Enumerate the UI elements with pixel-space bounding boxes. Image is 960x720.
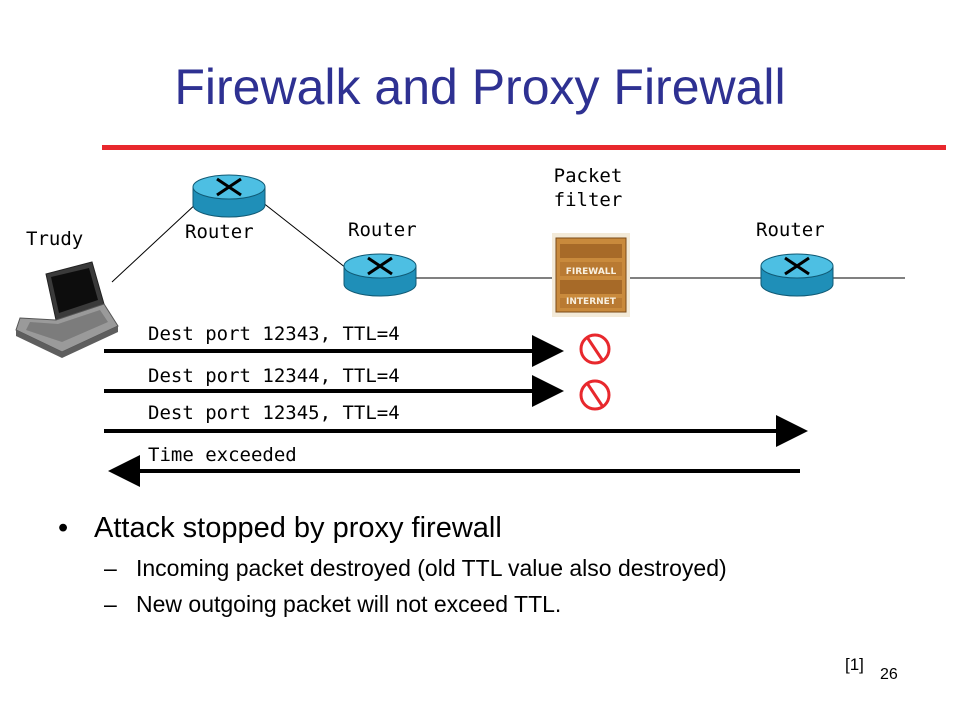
probe-message-label: Dest port 12343, TTL=4 [148,323,400,345]
firewall-image-text: INTERNET [566,297,617,307]
sub-bullet-marker: – [104,555,117,581]
page-number: 26 [880,666,898,683]
router-icon [192,174,266,218]
sub-bullet-marker: – [104,591,117,617]
blocked-icon [579,379,611,411]
packet-filter-label: Packet [554,165,623,187]
title-divider [102,145,946,150]
laptop-icon [15,261,119,358]
probe-message-label: Dest port 12345, TTL=4 [148,402,400,424]
router-icon [343,253,417,297]
reference-citation: [1] [845,655,864,674]
firewall-icon: FIREWALL INTERNET [552,233,630,317]
firewall-image-text: FIREWALL [566,267,617,277]
bullet-item: • Attack stopped by proxy firewall [58,512,918,545]
router-icon [760,253,834,297]
sub-bullet-item: – Incoming packet destroyed (old TTL val… [104,555,918,581]
sub-bullet-text: Incoming packet destroyed (old TTL value… [136,555,727,581]
slide-title: Firewalk and Proxy Firewall [174,59,786,115]
probe-message-label: Dest port 12344, TTL=4 [148,365,400,387]
reply-message-label: Time exceeded [148,444,297,466]
router-label: Router [348,219,417,241]
bullet-list: • Attack stopped by proxy firewall – Inc… [58,512,918,627]
router-label: Router [185,221,254,243]
sub-bullet-item: – New outgoing packet will not exceed TT… [104,591,918,617]
host-label: Trudy [26,228,83,250]
bullet-marker: • [58,512,69,544]
bullet-text: Attack stopped by proxy firewall [94,512,502,544]
blocked-icon [579,333,611,365]
router-label: Router [756,219,825,241]
sub-bullet-text: New outgoing packet will not exceed TTL. [136,591,562,617]
packet-filter-label: filter [554,189,623,211]
